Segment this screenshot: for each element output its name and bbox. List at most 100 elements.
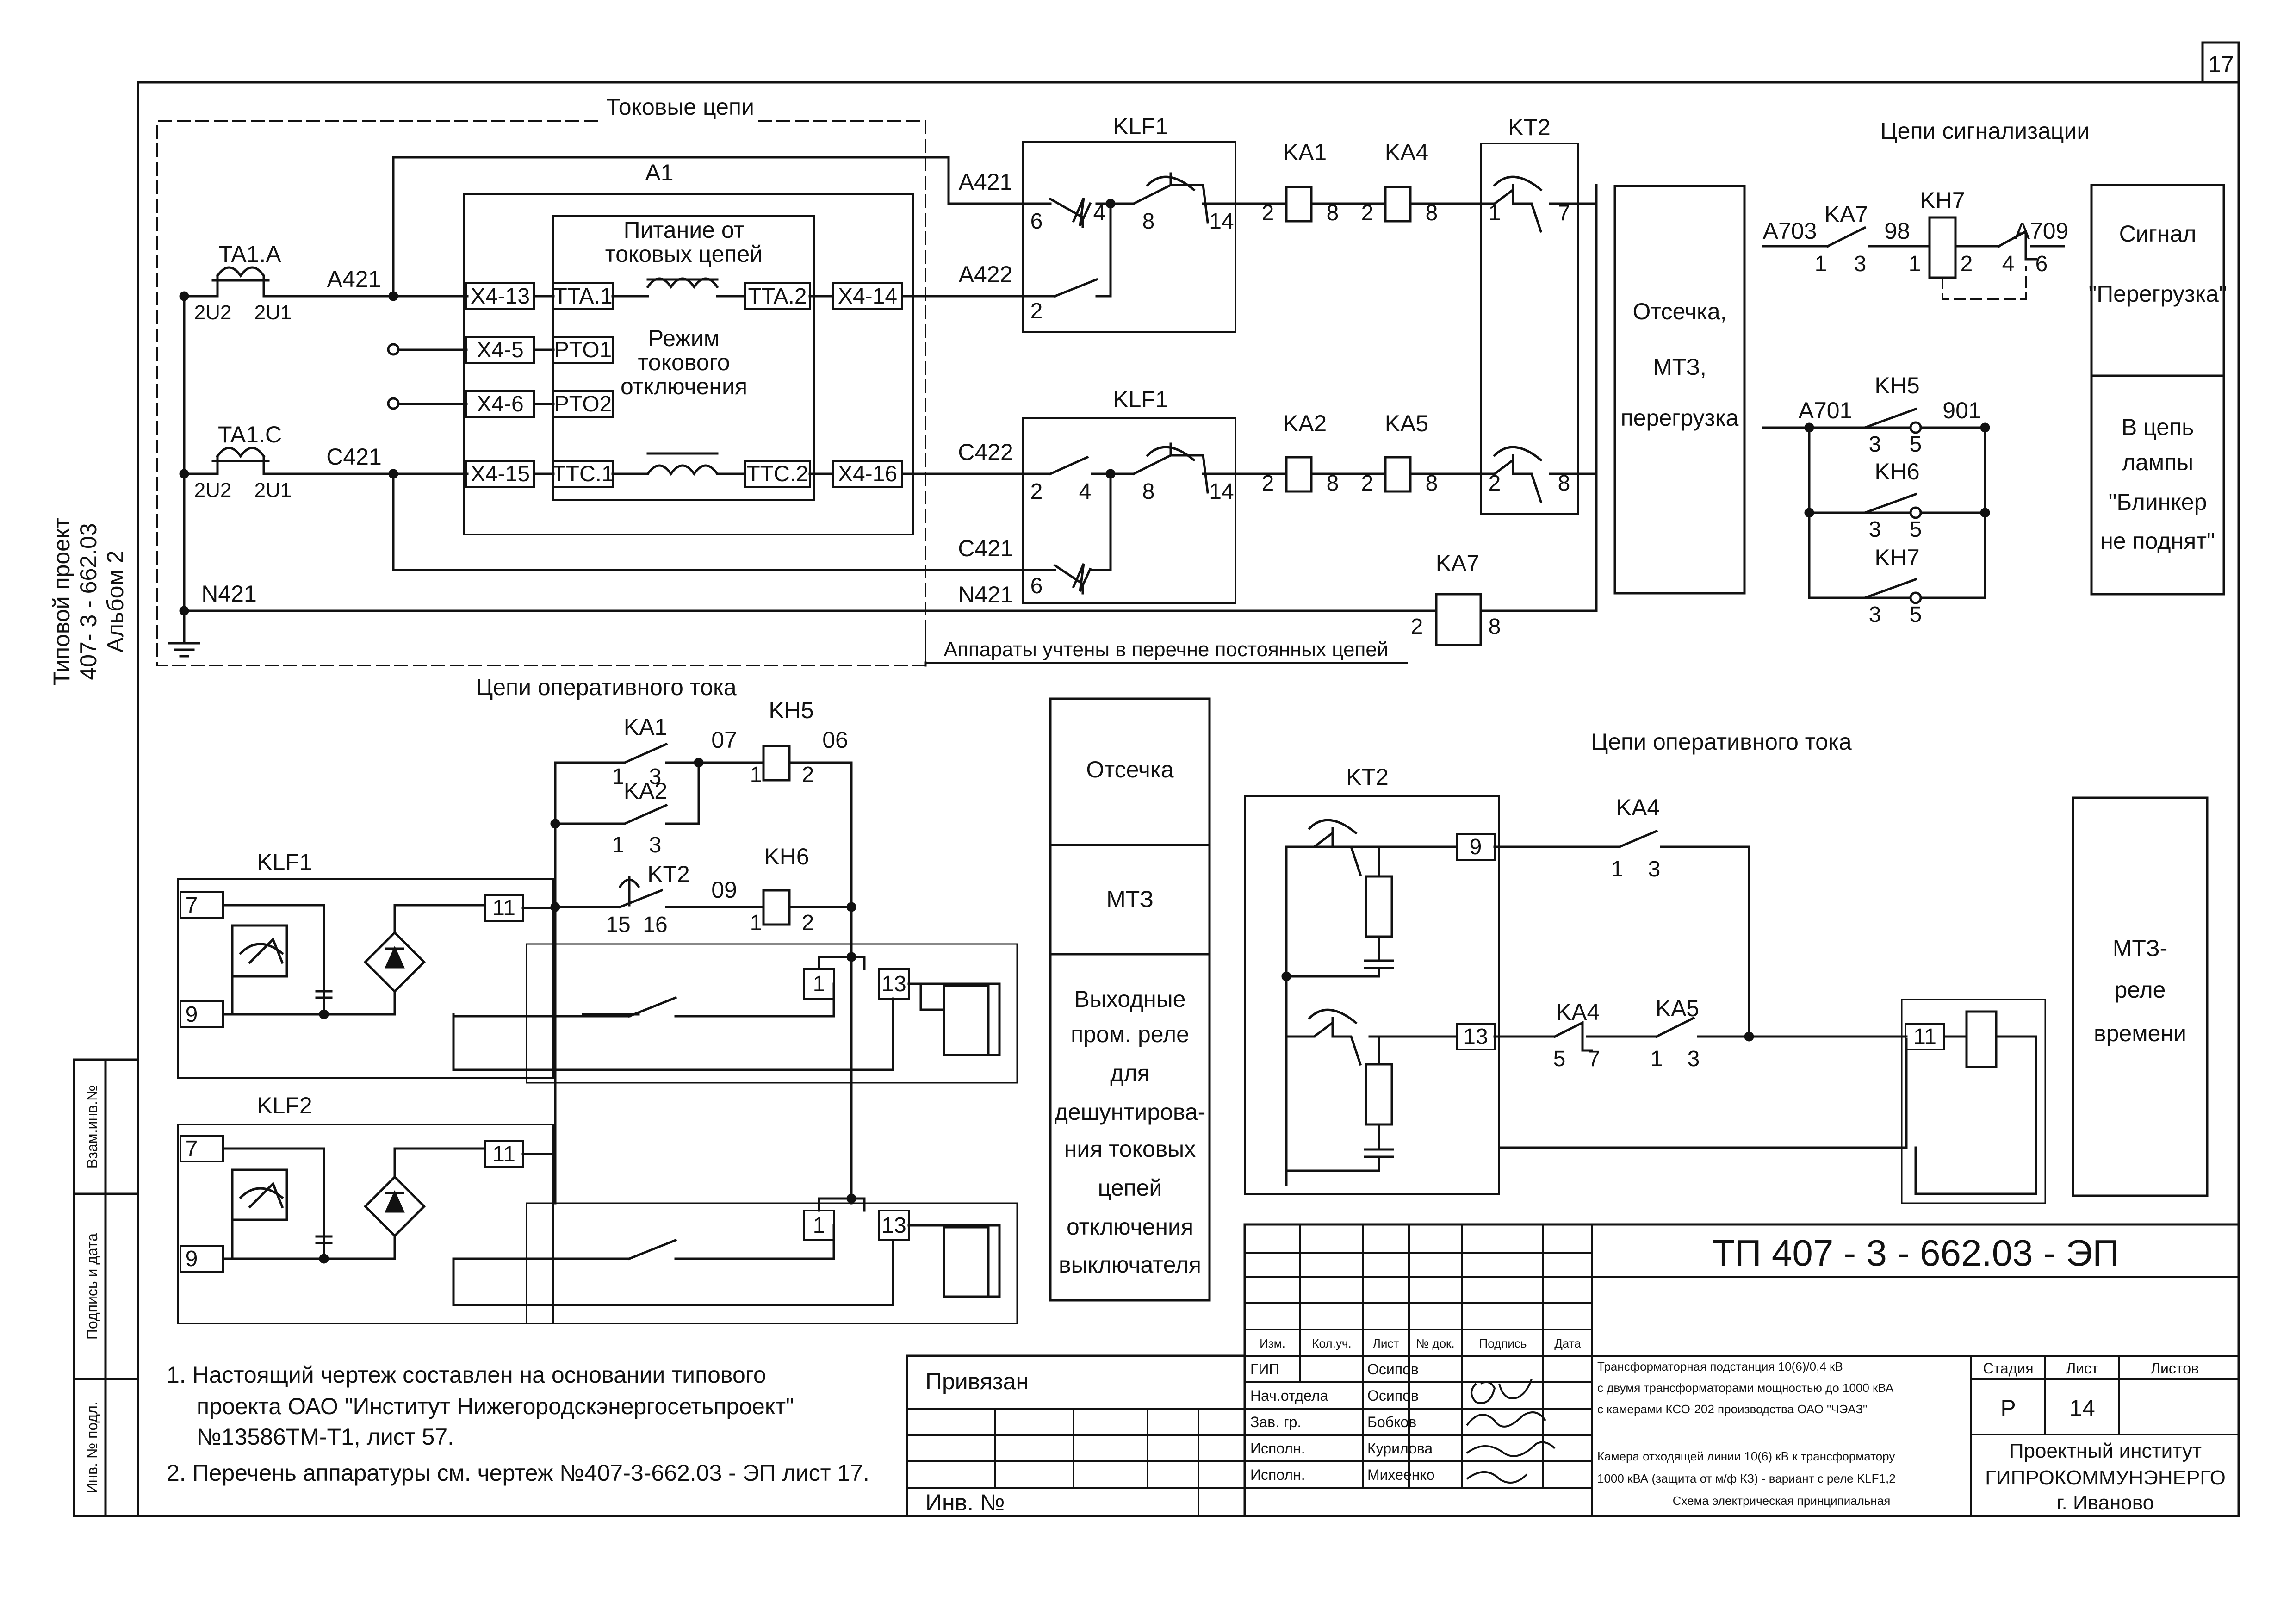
svg-text:1: 1 (1611, 857, 1624, 882)
svg-text:Типовой проект: Типовой проект (49, 518, 74, 686)
svg-text:перегрузка: перегрузка (1621, 405, 1739, 431)
svg-text:TA1.A: TA1.A (218, 241, 281, 267)
svg-text:Исполн.: Исполн. (1250, 1440, 1305, 1457)
svg-text:KA5: KA5 (1385, 410, 1429, 436)
svg-text:с камерами КСО-202 производств: с камерами КСО-202 производства ОАО "ЧЭА… (1597, 1402, 1867, 1416)
svg-text:11: 11 (1913, 1025, 1936, 1049)
current-circuit-labels: TA1.A TA1.C 2U2 2U1 2U2 2U1 A421 C421 N4… (194, 113, 1739, 639)
svg-text:7: 7 (186, 893, 198, 918)
svg-text:МТЗ: МТЗ (1106, 886, 1154, 912)
svg-text:KA4: KA4 (1556, 999, 1600, 1025)
svg-text:1: 1 (813, 972, 825, 996)
svg-text:ГИП: ГИП (1250, 1361, 1279, 1378)
svg-text:TTC.2: TTC.2 (746, 462, 808, 486)
svg-text:токового: токового (638, 349, 730, 375)
svg-text:4: 4 (1093, 201, 1106, 225)
op-left-labels: KA1 KA2 KT2 KH5 KH6 07 06 09 1 3 1 3 15 … (186, 697, 906, 1271)
svg-text:Схема электрическая принципиал: Схема электрическая принципиальная (1673, 1494, 1891, 1508)
svg-text:Трансформаторная подстанция 10: Трансформаторная подстанция 10(6)/0,4 кВ (1597, 1360, 1843, 1373)
svg-text:Сигнал: Сигнал (2119, 221, 2197, 247)
svg-text:N421: N421 (958, 582, 1013, 608)
svg-text:07: 07 (711, 727, 737, 753)
svg-text:TA1.C: TA1.C (218, 422, 282, 447)
svg-text:8: 8 (1142, 479, 1155, 504)
svg-text:Отсечка: Отсечка (1086, 757, 1173, 783)
op-right-labels: KT2 KA4 KA4 KA5 9 13 11 1 3 5 7 1 3 МТЗ-… (1346, 764, 2186, 1071)
svg-text:X4-15: X4-15 (471, 462, 530, 486)
svg-text:3: 3 (1869, 432, 1881, 457)
ground-symbol (168, 637, 200, 658)
svg-text:Осипов: Осипов (1367, 1387, 1419, 1404)
svg-text:KT2: KT2 (647, 861, 690, 887)
svg-text:8: 8 (1558, 471, 1570, 496)
svg-text:A709: A709 (2015, 218, 2069, 244)
svg-text:KT2: KT2 (1346, 764, 1389, 790)
svg-text:2: 2 (802, 763, 814, 787)
svg-text:Исполн.: Исполн. (1250, 1466, 1305, 1483)
svg-text:1: 1 (1909, 252, 1921, 276)
svg-text:Стадия: Стадия (1983, 1360, 2033, 1377)
svg-text:C421: C421 (958, 535, 1013, 561)
svg-text:A421: A421 (327, 266, 381, 292)
bound-table (906, 1354, 1246, 1517)
svg-text:Изм.: Изм. (1260, 1336, 1285, 1350)
svg-text:отключения: отключения (621, 373, 747, 399)
svg-text:2: 2 (802, 911, 814, 935)
svg-text:3: 3 (1854, 252, 1867, 276)
heading-op-current-left: Цепи оперативного тока (476, 674, 737, 700)
svg-text:8: 8 (1142, 209, 1155, 234)
svg-text:3: 3 (1688, 1047, 1700, 1071)
svg-text:6: 6 (1030, 574, 1043, 598)
svg-text:Листов: Листов (2151, 1360, 2199, 1377)
svg-text:KH7: KH7 (1874, 545, 1919, 571)
svg-text:TTA.1: TTA.1 (553, 284, 612, 309)
svg-text:2. Перечень аппаратуры см. чер: 2. Перечень аппаратуры см. чертеж №407-3… (167, 1460, 869, 1486)
svg-text:2: 2 (1411, 615, 1423, 639)
svg-text:Отсечка,: Отсечка, (1632, 298, 1726, 324)
svg-text:1: 1 (750, 911, 763, 935)
svg-text:9: 9 (186, 1002, 198, 1027)
svg-text:5: 5 (1910, 517, 1922, 542)
svg-text:KA2: KA2 (624, 778, 668, 804)
klf1-lower-box (1021, 417, 1237, 604)
note-leader (925, 631, 1408, 664)
svg-text:8: 8 (1426, 471, 1438, 496)
ta1c-transformer (183, 447, 469, 475)
svg-text:3: 3 (649, 833, 662, 857)
svg-text:выключателя: выключателя (1059, 1252, 1201, 1278)
svg-text:PTO1: PTO1 (554, 338, 612, 362)
svg-text:Дата: Дата (1554, 1336, 1581, 1350)
svg-text:токовых цепей: токовых цепей (605, 241, 763, 267)
svg-text:KA2: KA2 (1283, 410, 1327, 436)
svg-text:В цепь: В цепь (2122, 414, 2194, 440)
svg-text:15: 15 (606, 913, 630, 937)
svg-text:№ док.: № док. (1416, 1336, 1454, 1350)
heading-signal-circuits: Цепи сигнализации (1880, 118, 2090, 144)
svg-text:Курилова: Курилова (1367, 1440, 1433, 1457)
inv-label: Инв. № (925, 1490, 1005, 1515)
svg-text:1: 1 (612, 764, 625, 789)
heading-current-circuits: Токовые цепи (606, 94, 754, 120)
svg-text:14: 14 (1209, 479, 1234, 504)
svg-text:2U2: 2U2 (194, 479, 232, 502)
svg-text:KA7: KA7 (1436, 550, 1480, 576)
svg-text:дешунтирова-: дешунтирова- (1055, 1099, 1206, 1125)
svg-text:9: 9 (1470, 835, 1482, 859)
svg-text:МТЗ-: МТЗ- (2113, 935, 2167, 961)
svg-text:11: 11 (492, 1142, 515, 1167)
heading-op-current-right: Цепи оперативного тока (1591, 729, 1852, 755)
svg-text:X4-16: X4-16 (838, 462, 897, 486)
svg-text:Нач.отдела: Нач.отдела (1250, 1387, 1328, 1404)
svg-text:8: 8 (1489, 615, 1501, 639)
svg-text:C422: C422 (958, 439, 1013, 465)
svg-text:2: 2 (1262, 201, 1274, 225)
svg-text:2: 2 (1361, 201, 1374, 225)
svg-text:2: 2 (1961, 252, 1973, 276)
svg-text:98: 98 (1884, 218, 1910, 244)
kt2-box (1479, 143, 1579, 515)
svg-text:N421: N421 (201, 581, 257, 607)
svg-text:"Блинкер: "Блинкер (2109, 489, 2207, 515)
middle-box-labels: Отсечка МТЗ Выходные пром. реле для дешу… (1055, 757, 1206, 1278)
svg-text:3: 3 (1648, 857, 1661, 882)
